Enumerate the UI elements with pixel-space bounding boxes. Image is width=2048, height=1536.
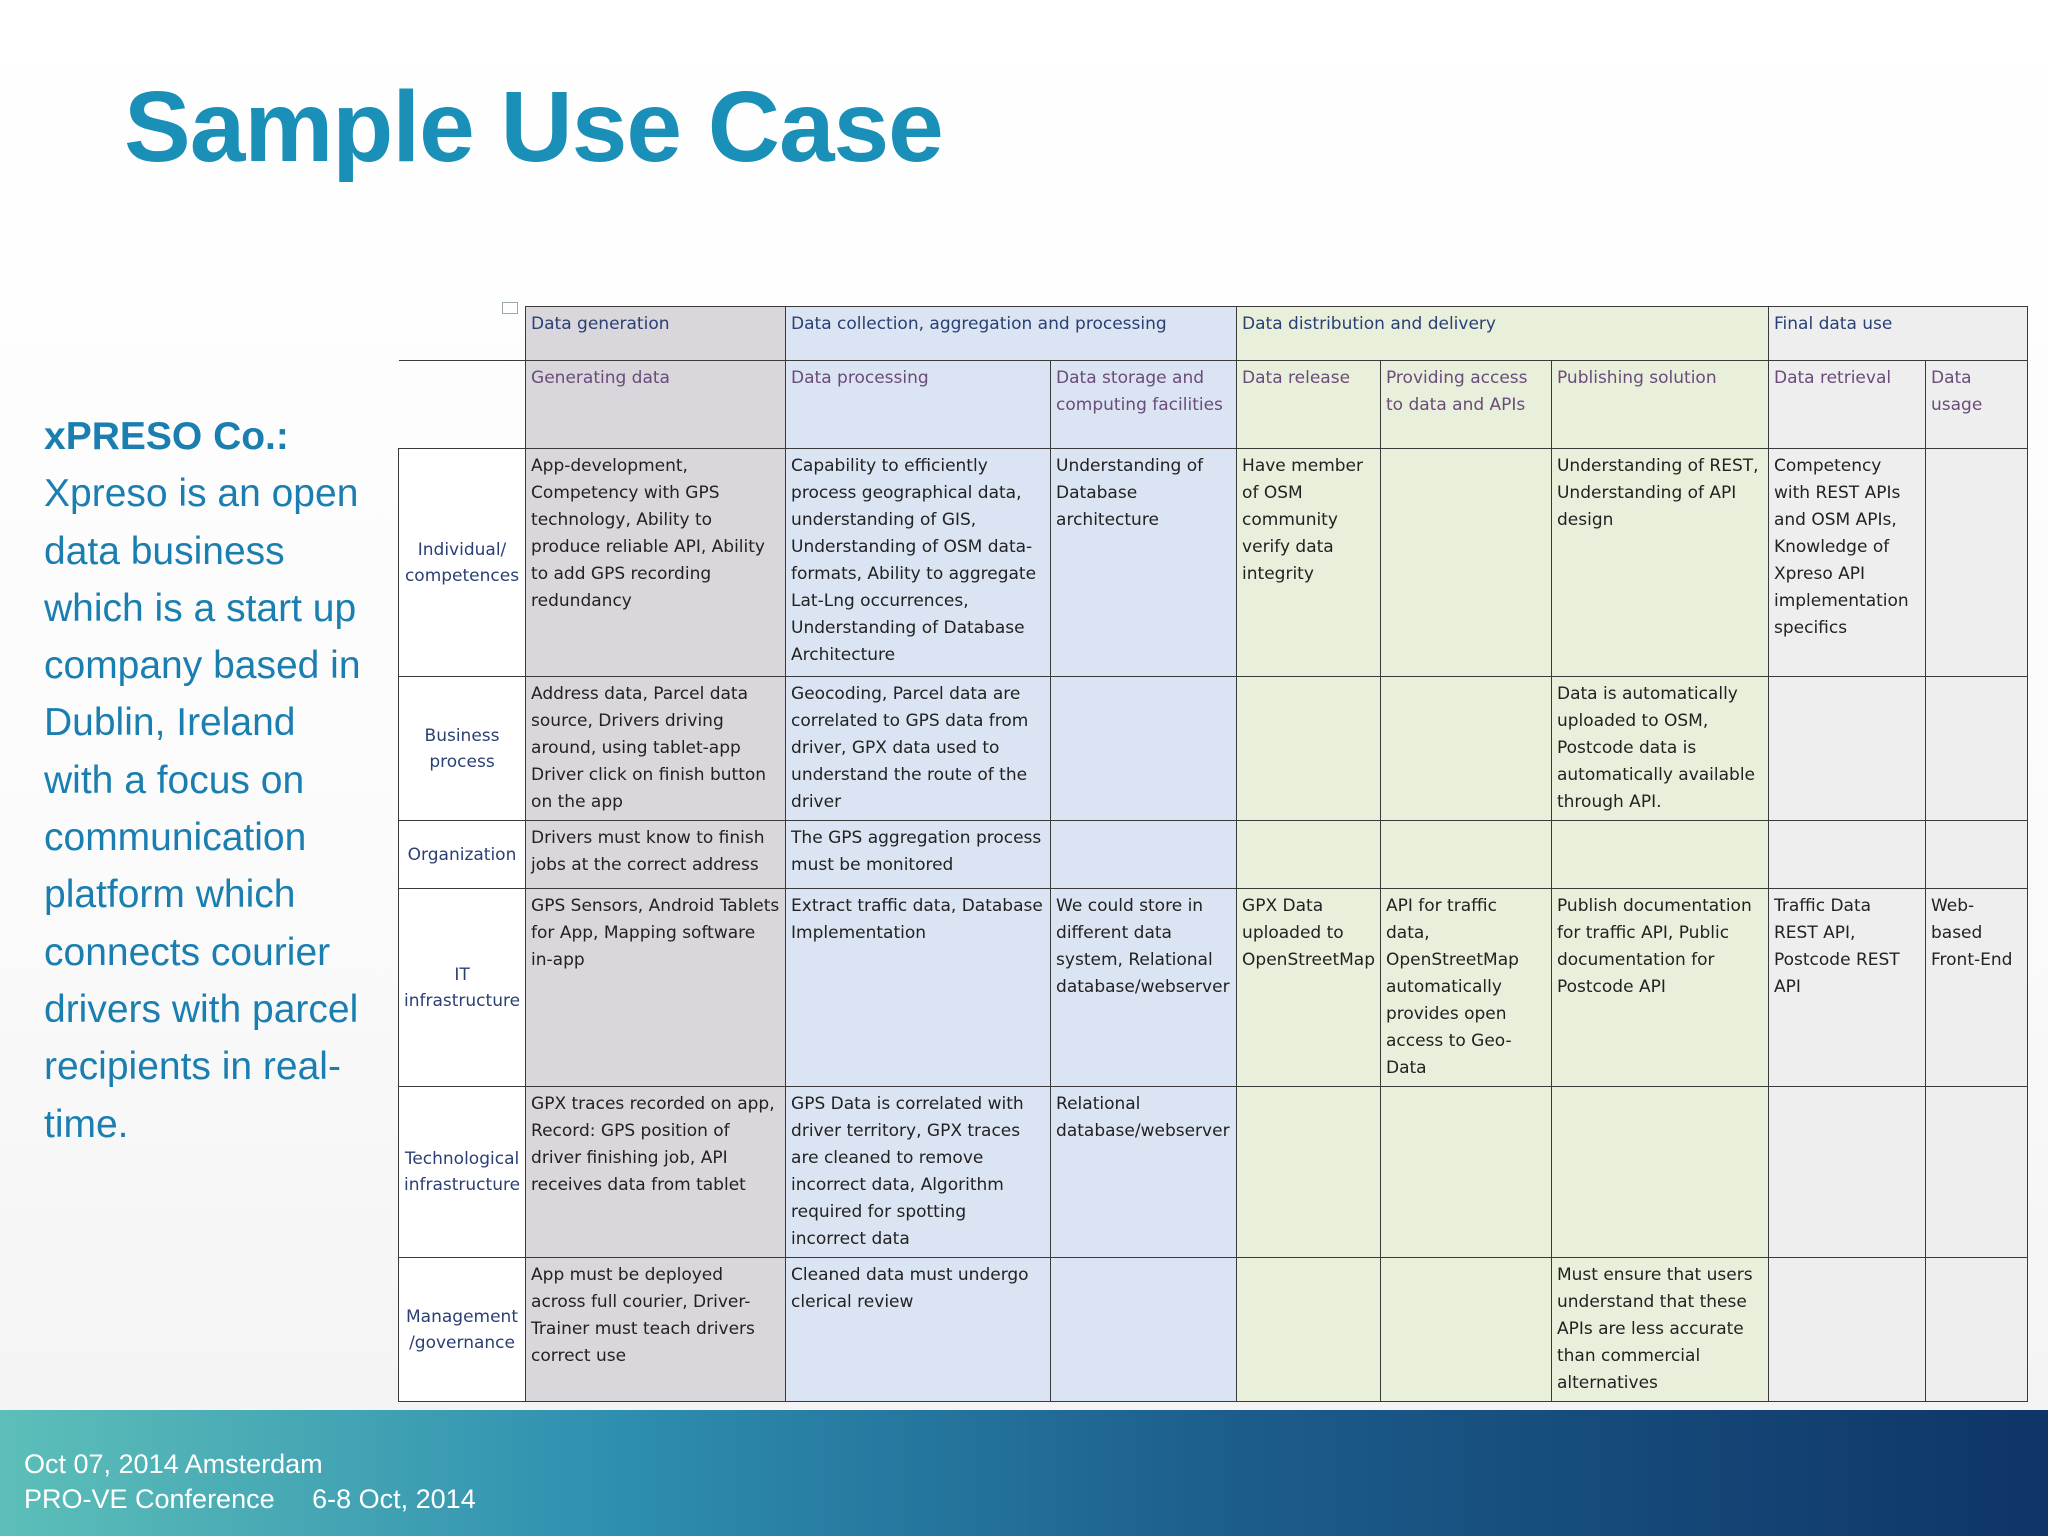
table-cell: GPX traces recorded on app, Record: GPS … bbox=[525, 1086, 787, 1258]
table-cell bbox=[1767, 1086, 1926, 1258]
slide-title: Sample Use Case bbox=[124, 71, 944, 183]
table-cell: Capability to efficiently process geogra… bbox=[785, 448, 1052, 677]
row-label: Business process bbox=[397, 676, 527, 821]
table-row: Individual/ competences App-development,… bbox=[397, 448, 2028, 677]
table-cell: Extract traffic data, Database Implement… bbox=[785, 888, 1052, 1087]
table-handle-icon bbox=[502, 302, 518, 314]
table-row: Organization Drivers must know to finish… bbox=[397, 820, 2028, 889]
table-row: IT infrastructure GPS Sensors, Android T… bbox=[397, 888, 2028, 1087]
row-label: IT infrastructure bbox=[397, 888, 527, 1087]
table-cell: Competency with REST APIs and OSM APIs, … bbox=[1767, 448, 1926, 677]
table-cell: App-development, Competency with GPS tec… bbox=[525, 448, 787, 677]
table-cell bbox=[1379, 1086, 1552, 1258]
use-case-table: Data generation Data collection, aggrega… bbox=[397, 306, 2028, 1402]
table-cell: Understanding of REST, Understanding of … bbox=[1550, 448, 1769, 677]
table-cell bbox=[1550, 820, 1769, 889]
table-cell: Geocoding, Parcel data are correlated to… bbox=[785, 676, 1052, 821]
footer-bar bbox=[0, 1410, 2048, 1536]
table-cell: Data is automatically uploaded to OSM, P… bbox=[1550, 676, 1769, 821]
subheader-cell: Data usage bbox=[1924, 360, 2028, 449]
row-label: Management /governance bbox=[397, 1257, 527, 1402]
subheader-cell: Providing access to data and APIs bbox=[1379, 360, 1552, 449]
table-cell bbox=[1767, 1257, 1926, 1402]
row-label: Organization bbox=[397, 820, 527, 889]
table-cell: GPS Sensors, Android Tablets for App, Ma… bbox=[525, 888, 787, 1087]
row-label: Technological infrastructure bbox=[397, 1086, 527, 1258]
subheader-cell: Data release bbox=[1236, 360, 1381, 449]
subheader-cell: Data retrieval bbox=[1767, 360, 1926, 449]
stage-header-final: Final data use bbox=[1767, 306, 2028, 361]
table-cell bbox=[1767, 820, 1926, 889]
table-cell: Address data, Parcel data source, Driver… bbox=[525, 676, 787, 821]
corner-cell bbox=[398, 306, 527, 361]
table-cell bbox=[1050, 820, 1238, 889]
table-cell: The GPS aggregation process must be moni… bbox=[785, 820, 1052, 889]
stage-header-collection: Data collection, aggregation and process… bbox=[785, 306, 1238, 361]
stage-header-row: Data generation Data collection, aggrega… bbox=[398, 306, 2028, 361]
table-cell bbox=[1924, 820, 2028, 889]
table-cell: GPS Data is correlated with driver terri… bbox=[785, 1086, 1052, 1258]
use-case-table-wrapper: Data generation Data collection, aggrega… bbox=[397, 302, 2028, 1402]
subheader-cell: Data storage and computing facilities bbox=[1050, 360, 1238, 449]
table-row: Business process Address data, Parcel da… bbox=[397, 676, 2028, 821]
table-cell bbox=[1924, 1257, 2028, 1402]
table-cell: Publish documentation for traffic API, P… bbox=[1550, 888, 1769, 1087]
subheader-row: Generating data Data processing Data sto… bbox=[398, 360, 2028, 449]
corner-cell bbox=[398, 360, 527, 449]
table-cell: Understanding of Database architecture bbox=[1050, 448, 1238, 677]
subheader-cell: Generating data bbox=[525, 360, 787, 449]
table-cell bbox=[1379, 676, 1552, 821]
footer-date-location: Oct 07, 2014 Amsterdam bbox=[24, 1449, 323, 1479]
footer-conference: PRO-VE Conference 6-8 Oct, 2014 bbox=[24, 1484, 476, 1514]
table-cell: Must ensure that users understand that t… bbox=[1550, 1257, 1769, 1402]
table-row: Management /governance App must be deplo… bbox=[397, 1257, 2028, 1402]
table-cell bbox=[1379, 448, 1552, 677]
subheader-cell: Publishing solution bbox=[1550, 360, 1769, 449]
table-cell bbox=[1550, 1086, 1769, 1258]
table-cell bbox=[1924, 1086, 2028, 1258]
stage-header-distribution: Data distribution and delivery bbox=[1236, 306, 1769, 361]
table-cell bbox=[1236, 676, 1381, 821]
row-label: Individual/ competences bbox=[397, 448, 527, 677]
table-cell bbox=[1379, 1257, 1552, 1402]
table-cell bbox=[1050, 1257, 1238, 1402]
table-cell: Relational database/webserver bbox=[1050, 1086, 1238, 1258]
table-cell bbox=[1050, 676, 1238, 821]
table-cell: Cleaned data must undergo clerical revie… bbox=[785, 1257, 1052, 1402]
table-cell bbox=[1236, 1086, 1381, 1258]
table-cell bbox=[1924, 676, 2028, 821]
company-description-text: Xpreso is an open data business which is… bbox=[44, 472, 361, 1146]
table-cell: Web-based Front-End bbox=[1924, 888, 2028, 1087]
table-cell: Drivers must know to finish jobs at the … bbox=[525, 820, 787, 889]
table-cell bbox=[1236, 820, 1381, 889]
table-cell: API for traffic data, OpenStreetMap auto… bbox=[1379, 888, 1552, 1087]
table-cell bbox=[1924, 448, 2028, 677]
subheader-cell: Data processing bbox=[785, 360, 1052, 449]
table-cell bbox=[1236, 1257, 1381, 1402]
company-name: xPRESO Co.: bbox=[44, 415, 289, 458]
table-cell: App must be deployed across full courier… bbox=[525, 1257, 787, 1402]
company-description: xPRESO Co.: Xpreso is an open data busin… bbox=[44, 408, 374, 1153]
table-cell: Have member of OSM community verify data… bbox=[1236, 448, 1381, 677]
table-row: Technological infrastructure GPX traces … bbox=[397, 1086, 2028, 1258]
table-cell: Traffic Data REST API, Postcode REST API bbox=[1767, 888, 1926, 1087]
table-cell bbox=[1767, 676, 1926, 821]
stage-header-generation: Data generation bbox=[525, 306, 787, 361]
table-cell: GPX Data uploaded to OpenStreetMap bbox=[1236, 888, 1381, 1087]
table-cell: We could store in different data system,… bbox=[1050, 888, 1238, 1087]
table-cell bbox=[1379, 820, 1552, 889]
